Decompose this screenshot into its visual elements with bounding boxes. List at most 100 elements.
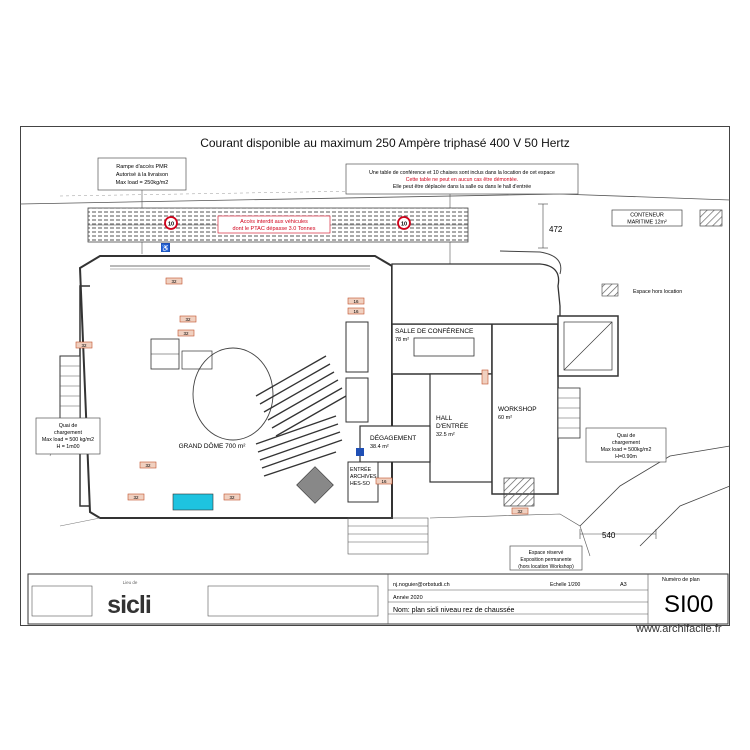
svg-text:CONTENEUR: CONTENEUR	[630, 213, 664, 219]
logo-caption: Lieu de	[123, 580, 138, 585]
svg-text:Autorisé à la livraison: Autorisé à la livraison	[116, 172, 168, 178]
quai-right-note: Quai de chargement Max load = 500kg/m2 H…	[585, 427, 667, 463]
cyan-table	[172, 493, 214, 511]
tower-inner	[563, 321, 613, 371]
east-stairs	[557, 387, 581, 439]
svg-text:Quai de: Quai de	[59, 423, 78, 429]
workshop	[491, 323, 559, 495]
grand-dome-wall	[78, 255, 393, 519]
svg-text:Elle peut être déplacée dans l: Elle peut être déplacée dans la salle ou…	[393, 184, 531, 190]
svg-text:Exposition permanente: Exposition permanente	[520, 557, 571, 563]
svg-text:DÉGAGEMENT: DÉGAGEMENT	[370, 433, 416, 442]
svg-text:32: 32	[185, 317, 191, 322]
svg-text:(hors location Workshop): (hors location Workshop)	[518, 564, 574, 570]
email: nj.noguier@orbstudi.ch	[393, 582, 450, 588]
svg-text:Une table de conférence et 10: Une table de conférence et 10 chaises so…	[369, 170, 555, 176]
svg-text:H = 1m00: H = 1m00	[56, 444, 79, 450]
plan-title: Courant disponible au maximum 250 Ampère…	[200, 136, 570, 150]
road-line	[559, 193, 731, 201]
svg-text:472: 472	[549, 225, 563, 234]
dome-circle	[192, 347, 274, 441]
svg-text:32: 32	[517, 509, 523, 514]
seating-rows	[255, 355, 347, 477]
svg-text:MARITIME 12m²: MARITIME 12m²	[627, 220, 667, 226]
plan-number: SI00	[664, 591, 713, 618]
power-tag: 32	[75, 341, 93, 349]
svg-text:16: 16	[381, 479, 387, 484]
road-curve	[639, 485, 731, 547]
power-tag: 32	[177, 329, 195, 337]
room-salle-conf: SALLE DE CONFÉRENCE	[395, 326, 474, 335]
power-tag: 32	[127, 493, 145, 501]
svg-text:16: 16	[353, 309, 359, 314]
svg-text:32: 32	[81, 343, 87, 348]
svg-text:ARCHIVES: ARCHIVES	[350, 474, 377, 480]
power-tag: 16	[375, 477, 393, 485]
svg-text:78 m²: 78 m²	[395, 337, 409, 343]
svg-text:Max load = 500kg/m2: Max load = 500kg/m2	[601, 447, 652, 453]
svg-text:dont le PTAC dépasse 3.0 Tonne: dont le PTAC dépasse 3.0 Tonnes	[233, 226, 316, 232]
svg-text:16: 16	[353, 299, 359, 304]
workshop-hatched	[503, 477, 535, 507]
plan-name: Nom: plan sicli niveau rez de chaussée	[393, 607, 515, 614]
speed-limit-sign-left: 10	[164, 216, 178, 230]
watermark: www.archifacile.fr	[636, 623, 722, 635]
conference-table	[413, 337, 475, 357]
tower-diagonal	[563, 321, 613, 371]
svg-text:32: 32	[183, 331, 189, 336]
svg-text:WORKSHOP: WORKSHOP	[498, 406, 537, 413]
road-line	[19, 193, 561, 205]
south-steps	[347, 513, 591, 557]
svg-text:38.4 m²: 38.4 m²	[370, 444, 389, 450]
svg-text:Rampe d'accès PMR: Rampe d'accès PMR	[116, 164, 168, 170]
power-tag: 32	[511, 507, 529, 515]
scale: Echelle 1/200	[550, 582, 581, 588]
out-of-rental-legend: Espace hors location	[601, 283, 682, 297]
pmr-toilet-icon	[356, 448, 364, 456]
sheet-frame	[20, 126, 730, 626]
svg-text:32: 32	[133, 495, 139, 500]
dimension-472: 472	[538, 203, 563, 249]
svg-text:Quai de: Quai de	[617, 433, 636, 439]
reserved-space-note: Espace réservé Exposition permanente (ho…	[509, 545, 583, 571]
gray-block	[296, 466, 334, 504]
svg-text:H=0.90m: H=0.90m	[615, 454, 637, 460]
east-annex	[391, 263, 561, 325]
svg-text:10: 10	[401, 222, 407, 228]
dimension-540: 540	[579, 529, 657, 540]
svg-text:HALL: HALL	[436, 415, 453, 422]
pmr-ramp-note: Rampe d'accès PMR Autorisé à la livraiso…	[97, 157, 187, 254]
svg-text:Accès interdit aux véhicules: Accès interdit aux véhicules	[240, 219, 308, 225]
power-tag: 32	[139, 461, 157, 469]
power-tag: 32	[179, 315, 197, 323]
plan-sheet: Courant disponible au maximum 250 Ampère…	[19, 126, 731, 626]
svg-text:HES-SO: HES-SO	[350, 481, 370, 487]
west-loading-dock	[59, 355, 81, 427]
svg-text:D'ENTRÉE: D'ENTRÉE	[436, 421, 469, 430]
power-tag: 32	[165, 277, 183, 285]
svg-text:Max load = 500 kg/m2: Max load = 500 kg/m2	[42, 437, 94, 443]
svg-text:32: 32	[171, 279, 177, 284]
svg-text:Espace hors location: Espace hors location	[633, 289, 682, 295]
room-grand-dome: GRAND DÔME 700 m²	[179, 441, 247, 450]
vehicle-restriction-note: Accès interdit aux véhicules dont le PTA…	[217, 215, 331, 234]
annex-curve	[499, 250, 562, 275]
power-tag: 16	[347, 307, 365, 315]
power-tag: 32	[223, 493, 241, 501]
plan-number-label: Numéro de plan	[662, 577, 700, 583]
container: CONTENEUR MARITIME 12m²	[611, 209, 723, 227]
svg-text:10: 10	[168, 222, 174, 228]
power-tag	[481, 369, 489, 385]
floor-plan: Courant disponible au maximum 250 Ampère…	[19, 126, 731, 626]
road-curve	[579, 445, 731, 527]
quai-left-note: Quai de chargement Max load = 500 kg/m2 …	[35, 417, 101, 455]
svg-text:32.5 m²: 32.5 m²	[436, 432, 455, 438]
salle-conference	[391, 323, 493, 375]
service-room	[345, 377, 369, 423]
svg-text:Espace réservé: Espace réservé	[529, 550, 564, 556]
svg-text:Max load = 250kg/m2: Max load = 250kg/m2	[116, 180, 169, 186]
degagement	[359, 425, 431, 463]
title-block: Lieu de sicli nj.noguier@orbstudi.ch Ech…	[27, 573, 729, 625]
stage-structure	[150, 338, 213, 370]
svg-text:540: 540	[602, 531, 616, 540]
